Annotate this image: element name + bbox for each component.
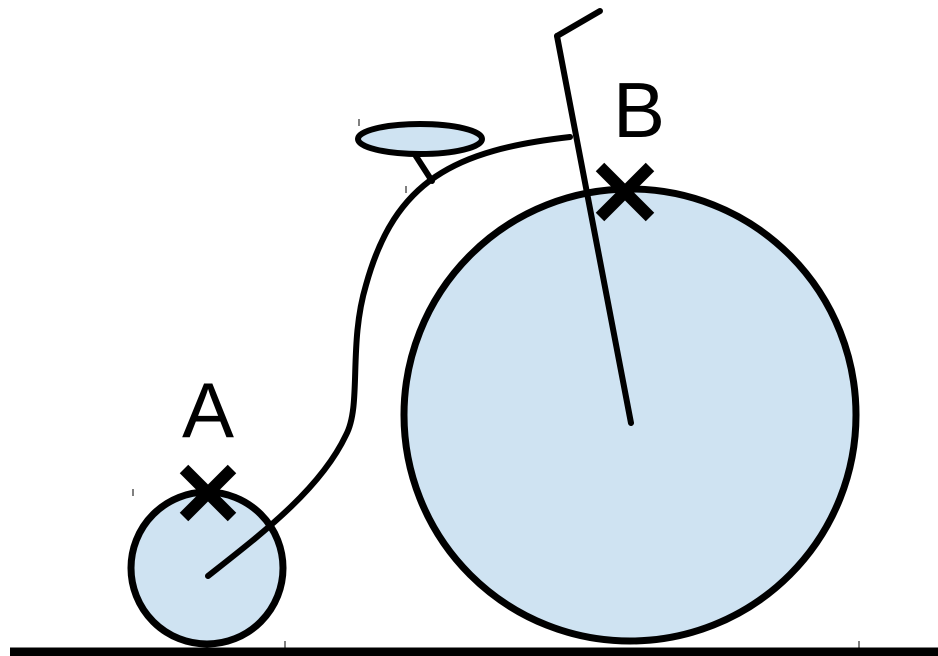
seat (358, 124, 482, 154)
label-a: A (182, 366, 234, 454)
small-wheel (131, 492, 283, 644)
label-b: B (613, 66, 665, 154)
handlebar (557, 11, 600, 36)
